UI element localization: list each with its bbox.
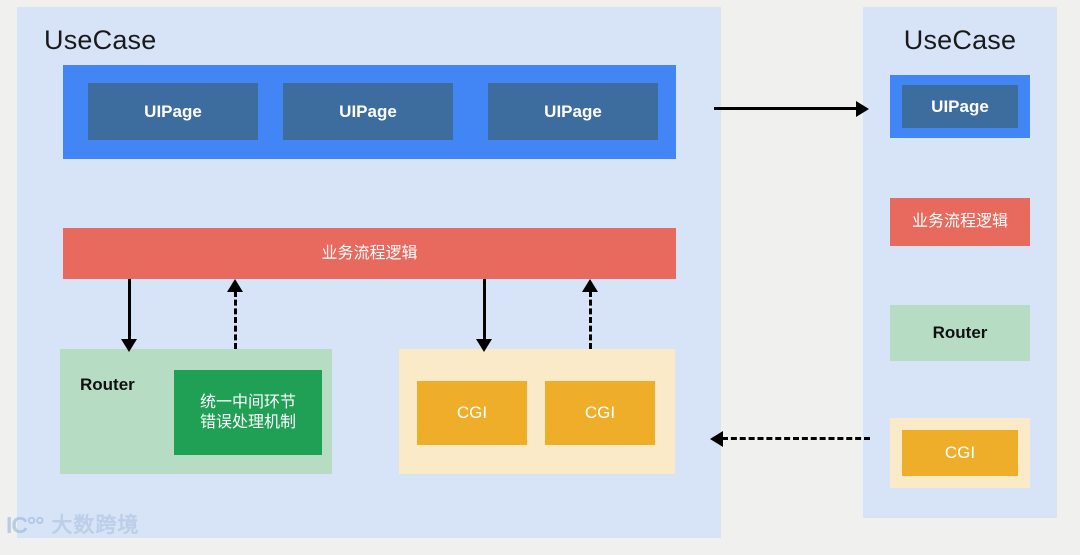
watermark-logo-icon: IC°° — [6, 512, 44, 538]
connector-flow-to-router-arrowhead-icon — [121, 339, 137, 352]
right-business-flow-logic-bar[interactable]: 业务流程逻辑 — [890, 198, 1030, 246]
connector-flow-to-cgi-arrowhead-icon — [476, 339, 492, 352]
connector-right-cgi-to-left-cgi-arrowhead-icon — [710, 431, 723, 447]
error-chip-line-2: 错误处理机制 — [199, 413, 296, 431]
connector-flow-to-router-line — [128, 279, 131, 341]
left-uipage-2[interactable]: UIPage — [283, 83, 453, 140]
left-unified-error-handling-chip[interactable]: 统一中间环节 错误处理机制 — [174, 370, 322, 455]
right-router-box[interactable]: Router — [890, 305, 1030, 361]
left-uipage-3[interactable]: UIPage — [488, 83, 658, 140]
left-business-flow-logic-bar[interactable]: 业务流程逻辑 — [63, 228, 676, 279]
connector-left-ui-to-right-ui-arrowhead-icon — [856, 101, 869, 117]
connector-right-cgi-to-left-cgi-line — [722, 437, 870, 440]
left-cgi-1[interactable]: CGI — [417, 381, 527, 445]
error-chip-line-1: 统一中间环节 — [199, 393, 296, 411]
left-uipage-1[interactable]: UIPage — [88, 83, 258, 140]
connector-left-ui-to-right-ui-line — [714, 107, 862, 110]
watermark: IC°° 大数跨境 — [6, 514, 139, 537]
right-panel-title: UseCase — [903, 25, 1017, 55]
connector-flow-to-cgi-line — [483, 279, 486, 341]
left-cgi-2[interactable]: CGI — [545, 381, 655, 445]
left-router-label: Router — [80, 375, 135, 395]
connector-cgi-to-flow-arrowhead-icon — [582, 279, 598, 292]
right-uipage[interactable]: UIPage — [902, 85, 1018, 128]
connector-router-to-flow-line — [234, 291, 237, 349]
connector-router-to-flow-arrowhead-icon — [227, 279, 243, 292]
left-panel-title: UseCase — [44, 25, 157, 55]
watermark-text: 大数跨境 — [51, 514, 140, 537]
right-cgi[interactable]: CGI — [902, 430, 1018, 476]
connector-cgi-to-flow-line — [589, 291, 592, 349]
